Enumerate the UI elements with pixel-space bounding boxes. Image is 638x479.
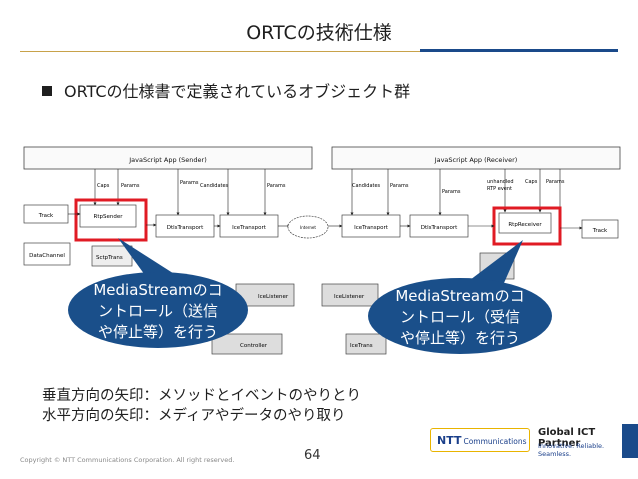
ice-listener-right-label: IceListener	[334, 294, 365, 300]
track-right-label: Track	[592, 228, 608, 234]
callout-right-bubble	[368, 278, 552, 354]
note-horizontal-arrows: 水平方向の矢印：メディアやデータのやり取り	[42, 408, 346, 424]
rtp-receiver-box	[498, 212, 552, 234]
ice-listener-left-label: IceListener	[258, 294, 289, 300]
receiver-app-label: JavaScript App (Receiver)	[434, 156, 518, 164]
controller-left-box	[211, 333, 283, 355]
global-ict-partner-tagline: Innovative. Reliable. Seamless.	[538, 442, 605, 458]
dtls-right-label: DtlsTransport	[421, 225, 458, 231]
square-bullet-icon	[42, 85, 52, 96]
ntt-text: Communications	[463, 437, 527, 446]
callout-left-line: ントロール（送信	[97, 302, 218, 320]
bullet-text: ORTCの仕様書で定義されているオブジェクト群	[64, 82, 411, 101]
slide-title: ORTCの技術仕様	[246, 22, 392, 44]
callout-left-text: MediaStreamのコ ントロール（送信 や停止等）を行う	[78, 280, 238, 343]
rtp-sender-label: RtpSender	[94, 214, 124, 220]
rtp-receiver-label: RtpReceiver	[508, 222, 542, 228]
rtp-sender-box	[79, 204, 137, 228]
label-params-right: Params	[546, 179, 565, 185]
label-params-ice-left: Params	[267, 183, 286, 189]
receiver-app-box	[331, 146, 621, 170]
label-params-left: Params	[121, 183, 140, 189]
label-caps-right: Caps	[525, 179, 538, 185]
sender-app-label: JavaScript App (Sender)	[128, 156, 207, 164]
note-vertical-arrows: 垂直方向の矢印：メソッドとイベントのやりとり	[42, 388, 361, 404]
ice-listener-right-box	[321, 283, 379, 307]
label-rtp-event: RTP event	[487, 186, 512, 192]
label-params-dtls-left: Params	[180, 180, 199, 186]
ntt-mark: NTT	[437, 434, 462, 447]
ice-right-label: IceTransport	[354, 225, 389, 231]
page-number: 64	[304, 448, 321, 463]
logo-corner-accent	[622, 424, 638, 458]
bullet-item: ORTCの仕様書で定義されているオブジェクト群	[42, 78, 410, 102]
callout-right-line: MediaStreamのコ	[395, 287, 525, 305]
ice-trans-right-bottom-label: IceTrans	[350, 343, 373, 349]
internet-label: Internet	[300, 225, 316, 230]
sender-app-box	[23, 146, 313, 170]
sctp-label: SctpTrans	[96, 255, 123, 261]
callout-left-bubble	[68, 272, 248, 348]
dtls-left-label: DtlsTransport	[167, 225, 204, 231]
label-candidates-right: Candidates	[352, 183, 381, 189]
copyright-footer: Copyright © NTT Communications Corporati…	[20, 456, 235, 464]
label-unhandled: unhandled	[487, 179, 514, 185]
ice-left-label: IceTransport	[232, 225, 267, 231]
callout-right-line: や停止等）を行う	[399, 329, 520, 347]
title-divider	[20, 51, 618, 52]
label-params-ice-right: Params	[390, 183, 409, 189]
controller-left-label: Controller	[240, 343, 268, 349]
callout-right-pointer	[470, 240, 523, 292]
label-candidates-left: Candidates	[200, 183, 229, 189]
callout-right-line: ントロール（受信	[399, 308, 520, 326]
rtp-sender-highlight	[74, 198, 148, 242]
label-caps-left: Caps	[97, 183, 110, 189]
track-left-label: Track	[38, 213, 54, 219]
callout-left-line: や停止等）を行う	[97, 323, 218, 341]
global-ict-partner-title: Global ICT Partner	[538, 427, 596, 449]
ice-trans-right-bottom-box	[345, 333, 387, 355]
callout-left-line: MediaStreamのコ	[93, 281, 223, 299]
title-divider-accent	[420, 49, 618, 52]
data-channel-box	[23, 242, 71, 266]
label-params-dtls-right: Params	[442, 189, 461, 195]
callout-right-text: MediaStreamのコ ントロール（受信 や停止等）を行う	[380, 286, 540, 349]
internet-cloud-icon	[287, 215, 329, 239]
data-channel-label: DataChannel	[29, 253, 65, 259]
